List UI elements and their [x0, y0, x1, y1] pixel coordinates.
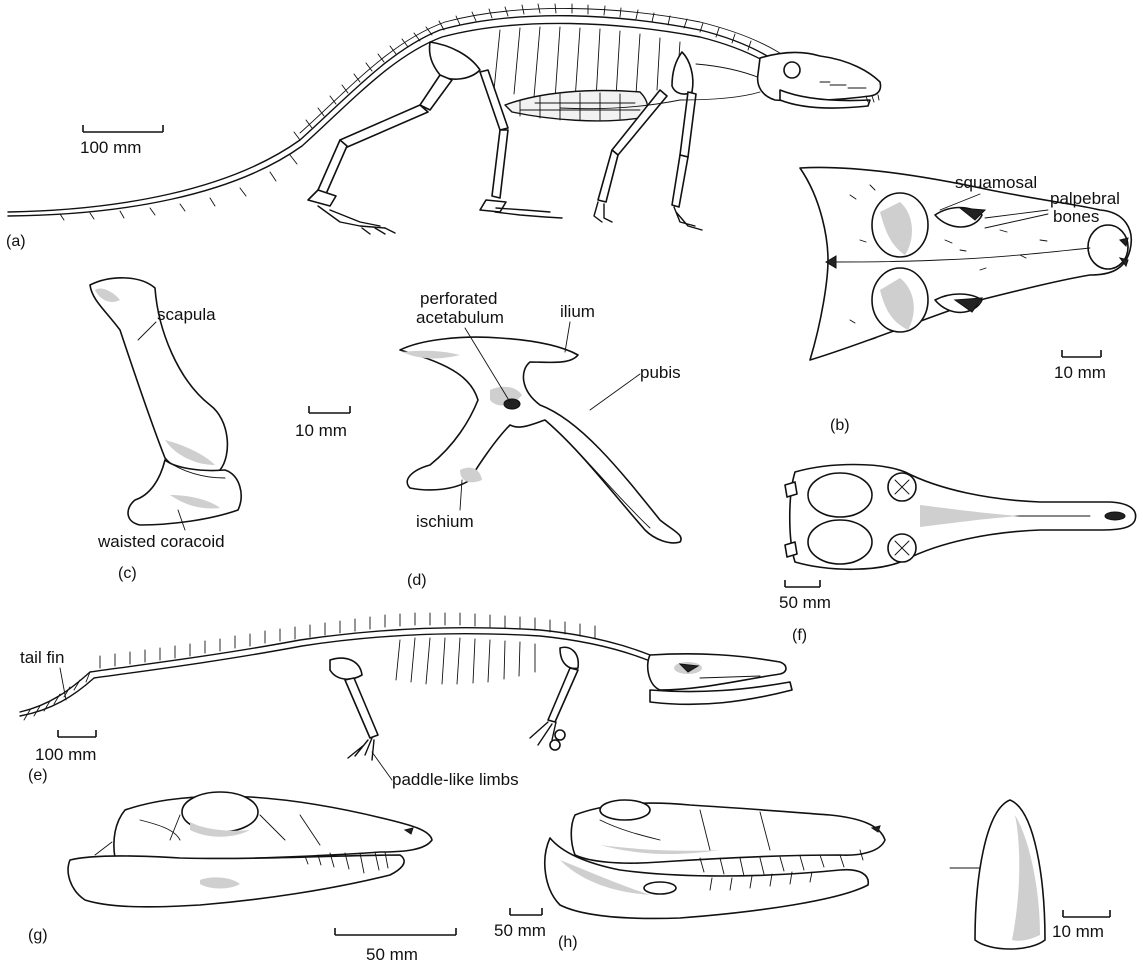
panel-label-b: (b): [830, 417, 850, 434]
label-palpebral-2: bones: [1053, 207, 1099, 226]
panel-label-e: (e): [28, 767, 48, 784]
label-pubis: pubis: [590, 363, 681, 410]
label-palpebral-1: palpebral: [1050, 189, 1120, 208]
scale-bar-b: 10 mm: [1054, 350, 1106, 382]
scale-bar-tooth: 10 mm: [1052, 910, 1110, 941]
scale-label-a: 100 mm: [80, 138, 141, 157]
label-tail-fin-text: tail fin: [20, 648, 64, 667]
label-perforated-text: perforated: [420, 289, 498, 308]
panel-label-a: (a): [6, 233, 26, 250]
label-pubis-text: pubis: [640, 363, 681, 382]
label-paddle-text: paddle-like limbs: [392, 770, 519, 789]
scale-label-d: 10 mm: [295, 421, 347, 440]
scale-bar-g: 50 mm: [335, 928, 456, 964]
skull-elongate-f: [785, 465, 1136, 570]
scale-label-e: 100 mm: [35, 745, 96, 764]
label-tail-fin: tail fin: [20, 648, 66, 700]
scale-bar-f: 50 mm: [779, 580, 831, 612]
scale-label-f: 50 mm: [779, 593, 831, 612]
panel-label-f: (f): [792, 627, 807, 644]
scale-bar-a: 100 mm: [80, 125, 163, 157]
label-ilium: ilium: [560, 302, 595, 352]
label-waisted-coracoid-text: waisted coracoid: [97, 532, 225, 551]
label-paddle-like-limbs: paddle-like limbs: [372, 752, 519, 789]
panel-label-d: (d): [407, 572, 427, 589]
label-acetabulum-text: acetabulum: [416, 308, 504, 327]
scale-bar-e: 100 mm: [35, 730, 96, 764]
panel-label-c: (c): [118, 565, 137, 582]
panel-label-h: (h): [558, 934, 578, 951]
scale-bar-h: 50 mm: [494, 908, 546, 940]
panel-label-g: (g): [28, 927, 48, 944]
skull-lateral-g: [68, 792, 432, 907]
label-scapula-text: scapula: [157, 305, 216, 324]
scale-label-h: 50 mm: [494, 921, 546, 940]
label-ilium-text: ilium: [560, 302, 595, 321]
scale-label-tooth: 10 mm: [1052, 922, 1104, 941]
tooth: [975, 800, 1045, 949]
scale-label-b: 10 mm: [1054, 363, 1106, 382]
scale-label-g: 50 mm: [366, 945, 418, 964]
label-ischium-text: ischium: [416, 512, 474, 531]
label-squamosal-text: squamosal: [955, 173, 1037, 192]
skeleton-e: [20, 613, 792, 760]
skeleton-a: [8, 4, 881, 234]
skull-lateral-h: [545, 800, 985, 918]
scale-bar-d: 10 mm: [295, 406, 350, 440]
